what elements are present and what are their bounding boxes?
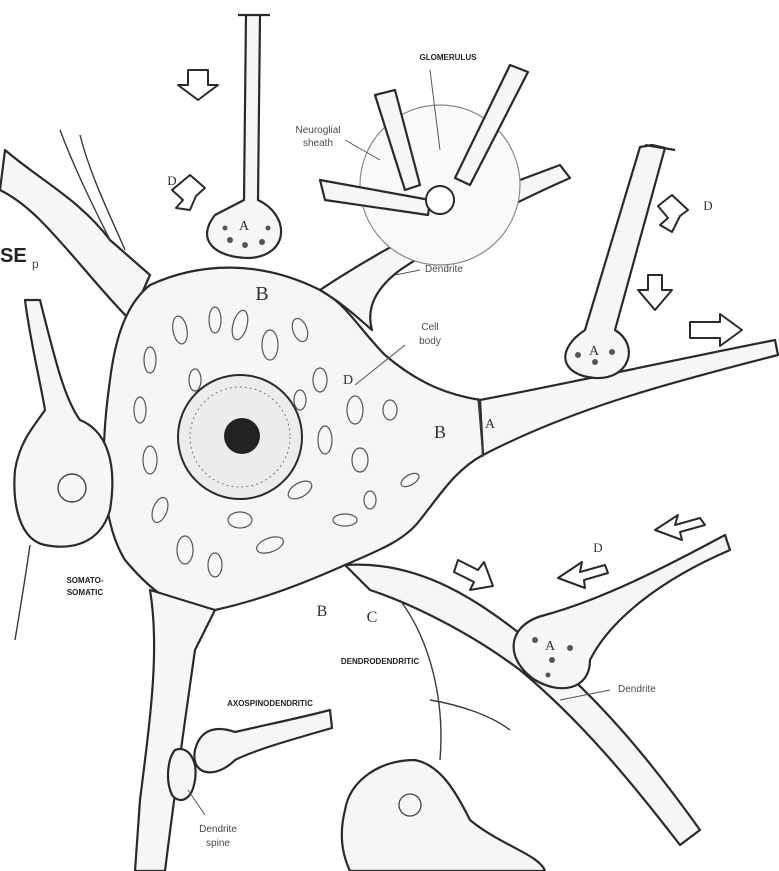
right-axon-terminal — [565, 145, 675, 378]
somato-process — [15, 545, 30, 640]
letter-d-middle: D — [343, 373, 353, 388]
letter-c-bottom: C — [367, 609, 378, 626]
dendrite-spine — [168, 749, 196, 800]
spine-branch — [400, 600, 441, 760]
arrow-lower-right-1 — [655, 515, 705, 540]
axospino-terminal — [194, 710, 332, 772]
label-neuroglial-sheath-2: sheath — [303, 138, 333, 149]
label-somato-2: SOMATIC — [67, 588, 104, 597]
label-dendrite-right: Dendrite — [618, 684, 656, 695]
upper-left-dendrite — [0, 150, 150, 320]
nucleolus — [224, 418, 260, 454]
label-cell-body-2: body — [419, 336, 441, 347]
letter-d-top-right: D — [703, 198, 712, 213]
label-neuroglial-sheath-1: Neuroglial — [295, 125, 340, 136]
arrow-right-mid — [638, 275, 672, 310]
label-cell-body-1: Cell — [421, 322, 438, 333]
glomerulus-core — [426, 186, 454, 214]
label-corner-fragment-sub: p — [32, 257, 39, 271]
letter-a-right-top: A — [589, 344, 600, 359]
letter-d-bottom-right: D — [593, 540, 602, 555]
arrow-right-out — [690, 314, 742, 346]
somato-somatic-cell — [14, 300, 112, 547]
label-somato-1: SOMATO- — [66, 576, 103, 585]
letter-a-right-bottom: A — [545, 639, 556, 654]
label-dendrite-top: Dendrite — [425, 264, 463, 275]
arrow-lower-middle — [454, 560, 493, 590]
label-glomerulus: GLOMERULUS — [420, 53, 478, 62]
arrow-top — [178, 70, 218, 100]
label-axospinodendritic: AXOSPINODENDRITIC — [227, 699, 313, 708]
arrow-lower-right-2 — [558, 562, 608, 588]
letter-b-right: B — [434, 422, 446, 442]
label-corner-fragment: SE — [0, 245, 27, 267]
letter-d-top-left: D — [167, 173, 176, 188]
label-dendrite-spine-2: spine — [206, 838, 230, 849]
label-dendrodendritic: DENDRODENDRITIC — [341, 657, 419, 666]
lower-axon-terminal — [514, 535, 730, 688]
arrow-right-top — [658, 195, 688, 232]
arrow-top-left-d — [172, 175, 205, 210]
label-dendrite-spine-1: Dendrite — [199, 824, 237, 835]
spine-twig — [430, 700, 510, 730]
letter-a-axon: A — [485, 417, 496, 432]
bottom-neuron — [342, 760, 545, 871]
letter-b-top: B — [255, 283, 268, 305]
letter-b-bottom: B — [317, 603, 328, 620]
letter-a-top: A — [239, 219, 250, 234]
